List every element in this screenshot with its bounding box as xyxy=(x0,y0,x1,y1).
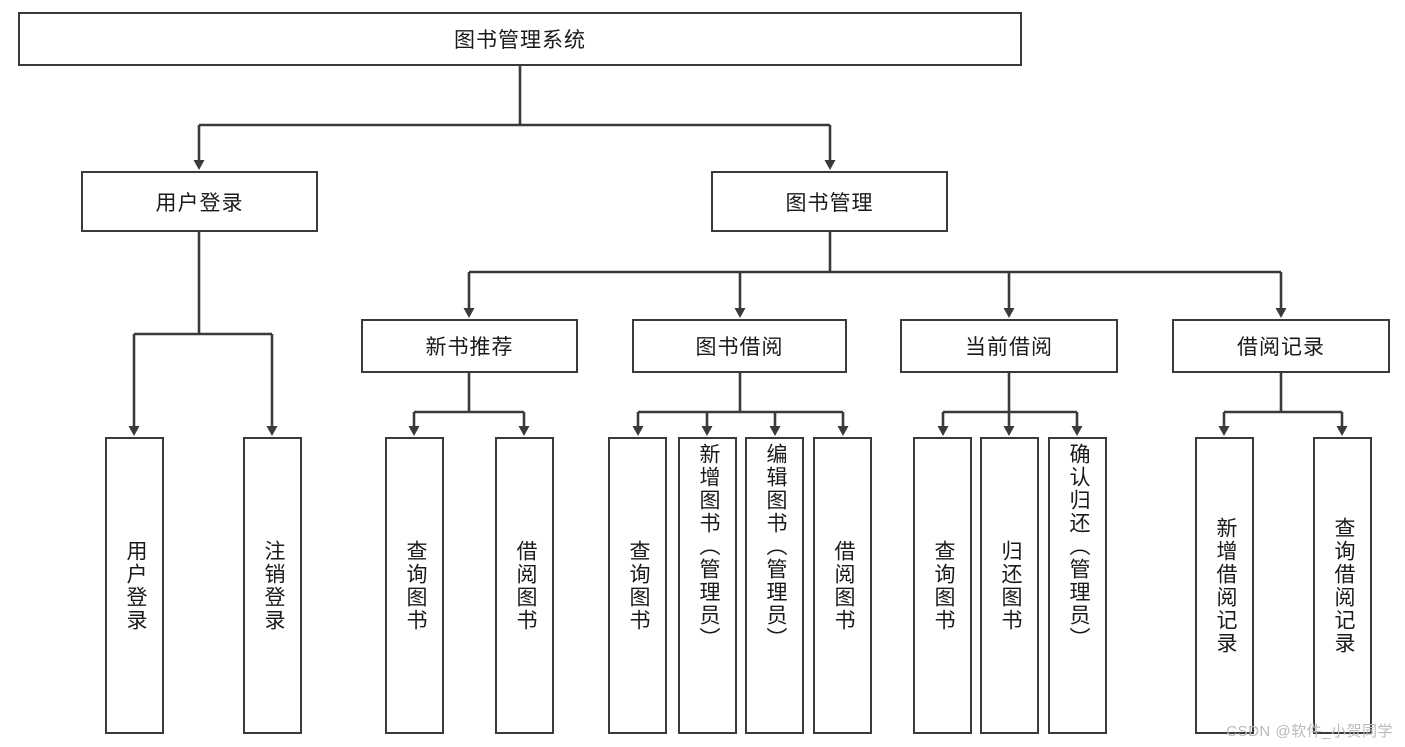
leaf-label: 确认归还（管理员） xyxy=(1066,443,1090,650)
leaf-label: 借阅图书 xyxy=(513,539,537,632)
leaf-current-query-book[interactable]: 查询图书 xyxy=(913,437,972,734)
node-root-system[interactable]: 图书管理系统 xyxy=(18,12,1022,66)
leaf-borrow-edit-book-admin[interactable]: 编辑图书（管理员） xyxy=(745,437,804,734)
leaf-user-login-signin[interactable]: 用户登录 xyxy=(105,437,164,734)
csdn-watermark: CSDN @软件_小贺同学 xyxy=(1226,723,1393,740)
leaf-new-book-borrow[interactable]: 借阅图书 xyxy=(495,437,554,734)
leaf-borrow-add-book-admin[interactable]: 新增图书（管理员） xyxy=(678,437,737,734)
node-current-borrow[interactable]: 当前借阅 xyxy=(900,319,1118,373)
node-borrow-records[interactable]: 借阅记录 xyxy=(1172,319,1390,373)
node-book-management[interactable]: 图书管理 xyxy=(711,171,948,232)
leaf-label: 查询图书 xyxy=(931,539,955,632)
leaf-label: 借阅图书 xyxy=(831,539,855,632)
leaf-label: 查询图书 xyxy=(626,539,650,632)
leaf-label: 编辑图书（管理员） xyxy=(763,443,787,650)
node-book-borrow[interactable]: 图书借阅 xyxy=(632,319,847,373)
leaf-current-return-book[interactable]: 归还图书 xyxy=(980,437,1039,734)
leaf-label: 新增图书（管理员） xyxy=(696,443,720,650)
leaf-label: 用户登录 xyxy=(123,539,147,632)
leaf-records-query-record[interactable]: 查询借阅记录 xyxy=(1313,437,1372,734)
leaf-label: 注销登录 xyxy=(261,539,285,632)
leaf-user-login-signout[interactable]: 注销登录 xyxy=(243,437,302,734)
leaf-borrow-borrow-book[interactable]: 借阅图书 xyxy=(813,437,872,734)
leaf-label: 归还图书 xyxy=(998,539,1022,632)
leaf-new-book-query[interactable]: 查询图书 xyxy=(385,437,444,734)
leaf-current-confirm-return-admin[interactable]: 确认归还（管理员） xyxy=(1048,437,1107,734)
leaf-label: 新增借阅记录 xyxy=(1213,516,1237,655)
leaf-records-add-record[interactable]: 新增借阅记录 xyxy=(1195,437,1254,734)
leaf-label: 查询图书 xyxy=(403,539,427,632)
leaf-borrow-query-book[interactable]: 查询图书 xyxy=(608,437,667,734)
leaf-label: 查询借阅记录 xyxy=(1331,516,1355,655)
node-new-book-recommend[interactable]: 新书推荐 xyxy=(361,319,578,373)
node-user-login[interactable]: 用户登录 xyxy=(81,171,318,232)
